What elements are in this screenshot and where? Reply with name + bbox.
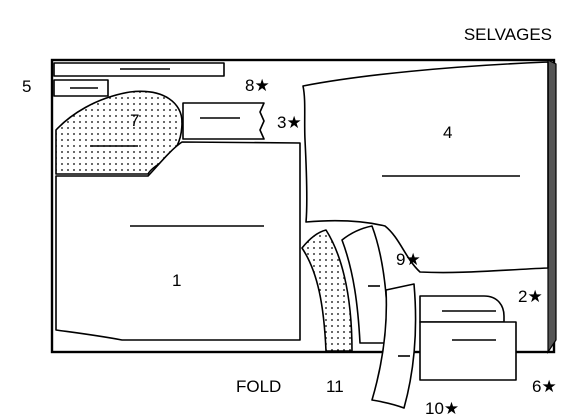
piece-2-lower [419, 321, 517, 381]
label-piece-11: 11 [326, 377, 344, 396]
label-piece-5: 5 [22, 77, 31, 96]
selvage-band [547, 59, 557, 354]
label-piece-9: 9★ [396, 250, 421, 269]
selvages-label: SELVAGES [464, 25, 552, 44]
piece-2-upper [419, 295, 505, 323]
piece-7 [55, 90, 183, 175]
label-piece-2: 2★ [518, 287, 543, 306]
fold-label: FOLD [236, 377, 281, 396]
label-piece-1: 1 [172, 271, 181, 290]
label-piece-4: 4 [443, 123, 452, 142]
piece-1 [55, 141, 301, 341]
label-piece-7: 7 [130, 111, 139, 130]
label-piece-10: 10★ [425, 399, 459, 416]
piece-8 [182, 102, 265, 140]
piece-4 [302, 61, 549, 274]
label-piece-6: 6★ [532, 377, 557, 396]
piece-10 [371, 283, 417, 409]
label-piece-8: 8★ [245, 76, 270, 95]
label-piece-3: 3★ [277, 113, 302, 132]
piece-11 [301, 229, 353, 352]
